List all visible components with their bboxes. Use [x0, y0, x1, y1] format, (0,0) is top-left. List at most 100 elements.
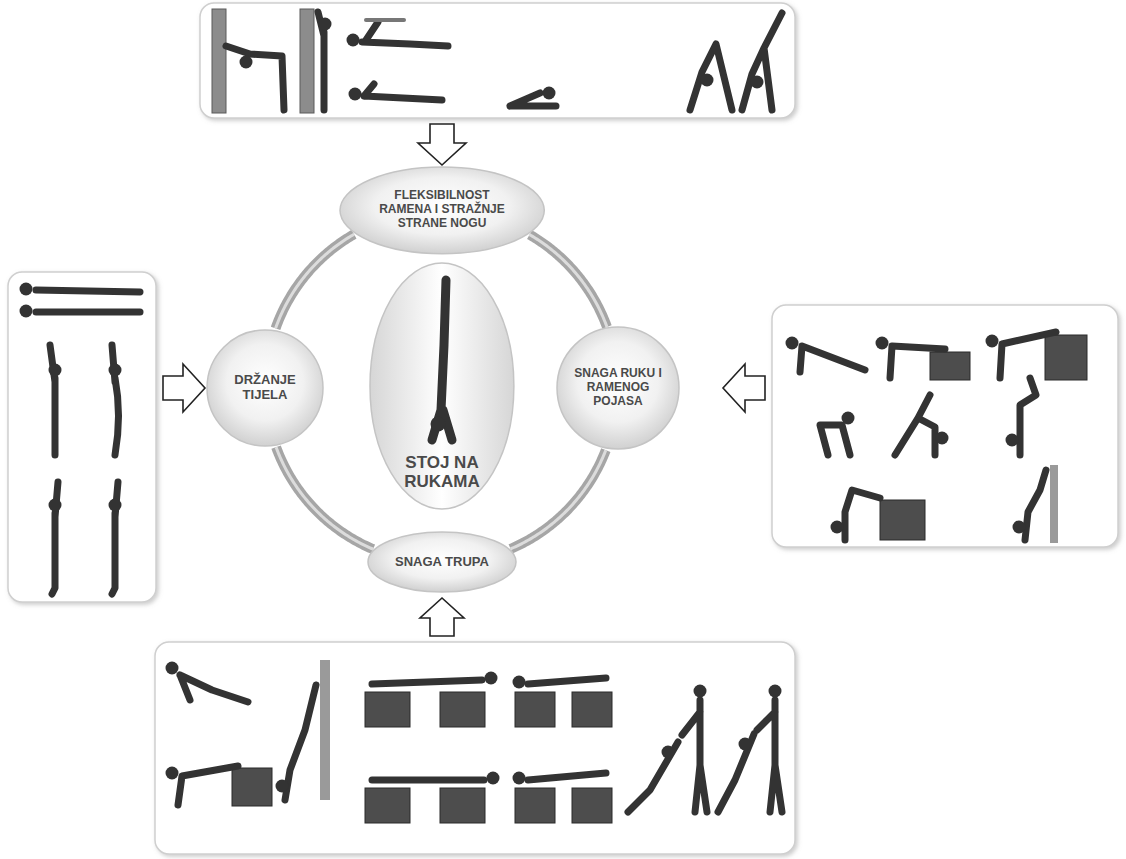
athlete-figure — [895, 395, 935, 455]
node-label: SNAGA RUKU I RAMENOG POJASA — [574, 367, 662, 408]
node-label: DRŽANJE TIJELA — [220, 373, 310, 403]
athlete-head — [109, 499, 122, 512]
athlete-figure — [757, 700, 782, 812]
athlete-head — [20, 283, 33, 296]
athlete-head — [513, 772, 526, 785]
athlete-head — [347, 34, 360, 47]
athlete-figure — [50, 345, 55, 455]
athlete-head — [166, 662, 179, 675]
athlete-figure — [1025, 470, 1046, 540]
athlete-head — [319, 18, 332, 31]
athlete-figure — [36, 309, 140, 316]
athlete-figure — [800, 346, 865, 372]
athlete-figure — [36, 290, 140, 292]
hollow-arrow — [163, 364, 205, 412]
wall-bars — [300, 9, 314, 113]
handstand-figure — [432, 280, 452, 440]
ellipse-outline — [340, 167, 544, 254]
athlete-head — [166, 767, 179, 780]
athlete-figure — [528, 678, 606, 684]
box — [515, 788, 555, 823]
athlete-head — [513, 676, 526, 689]
box — [232, 768, 272, 806]
node-label: STOJ NA RUKAMA — [392, 453, 492, 492]
athlete-figure — [372, 777, 484, 784]
photo-panel — [155, 642, 795, 854]
athlete-head — [876, 337, 889, 350]
ring-highlight — [276, 234, 354, 328]
athlete-head — [109, 364, 122, 377]
node-label: SNAGA TRUPA — [395, 555, 489, 570]
box — [880, 500, 925, 540]
athlete-head — [842, 412, 855, 425]
athlete-figure — [226, 46, 284, 110]
box — [572, 692, 612, 727]
athlete-figure — [364, 84, 442, 100]
athlete-figure — [372, 680, 482, 684]
box — [930, 352, 970, 380]
ring-highlight — [511, 450, 606, 549]
athlete-head — [986, 335, 999, 348]
athlete-head — [769, 685, 782, 698]
hollow-arrow — [723, 364, 765, 412]
athlete-head — [20, 305, 33, 318]
athlete-head — [349, 88, 362, 101]
athlete-figure — [180, 675, 248, 702]
oval-outline — [370, 263, 514, 509]
athlete-figure — [528, 773, 606, 780]
athlete-head — [1013, 521, 1026, 534]
athlete-head — [485, 672, 498, 685]
athlete-head — [487, 772, 500, 785]
athlete-figure — [820, 425, 850, 455]
athlete-head — [701, 74, 714, 87]
ring-highlight — [530, 235, 607, 327]
athlete-figure — [178, 766, 238, 805]
skill-ellipse: SNAGA TRUPA — [367, 531, 517, 593]
skill-ellipse: DRŽANJE TIJELA — [206, 329, 324, 447]
ellipse-outline — [207, 330, 323, 446]
photo-panel — [8, 272, 156, 602]
ellipse-outline — [557, 327, 679, 449]
athlete-head — [543, 87, 556, 100]
athlete-head — [831, 521, 844, 534]
athlete-head — [662, 746, 675, 759]
hollow-arrow — [418, 124, 466, 165]
athlete-figure — [285, 685, 316, 800]
box — [440, 788, 485, 823]
ellipse-outline — [368, 532, 516, 592]
box — [572, 788, 612, 823]
athlete-figure — [845, 490, 880, 540]
athlete-figure — [1000, 332, 1056, 378]
wall — [1050, 465, 1058, 543]
skill-ellipse: FLEKSIBILNOST RAMENA I STRAŽNJE STRANE N… — [339, 166, 545, 255]
stick — [366, 18, 404, 22]
box — [365, 788, 410, 823]
ring-arc — [511, 450, 606, 549]
athlete-figure — [112, 345, 119, 455]
athlete-head — [49, 499, 62, 512]
hollow-arrow — [420, 598, 464, 636]
box — [1045, 335, 1087, 380]
athlete-head — [1006, 434, 1019, 447]
photo-panel — [200, 3, 795, 118]
athlete-head — [936, 432, 949, 445]
node-label: FLEKSIBILNOST RAMENA I STRAŽNJE STRANE N… — [372, 189, 512, 230]
athlete-figure — [628, 742, 678, 812]
box — [365, 692, 410, 727]
athlete-figure — [742, 13, 782, 110]
athlete-head — [751, 76, 764, 89]
athlete-head — [739, 738, 752, 751]
photo-panel — [772, 305, 1118, 547]
athlete-head — [240, 56, 253, 69]
ring-arc — [276, 234, 354, 328]
athlete-figure — [1020, 378, 1036, 455]
ring-highlight — [276, 447, 373, 549]
athlete-figure — [690, 44, 732, 110]
athlete-head — [786, 337, 799, 350]
box — [440, 692, 485, 727]
athlete-head — [694, 685, 707, 698]
